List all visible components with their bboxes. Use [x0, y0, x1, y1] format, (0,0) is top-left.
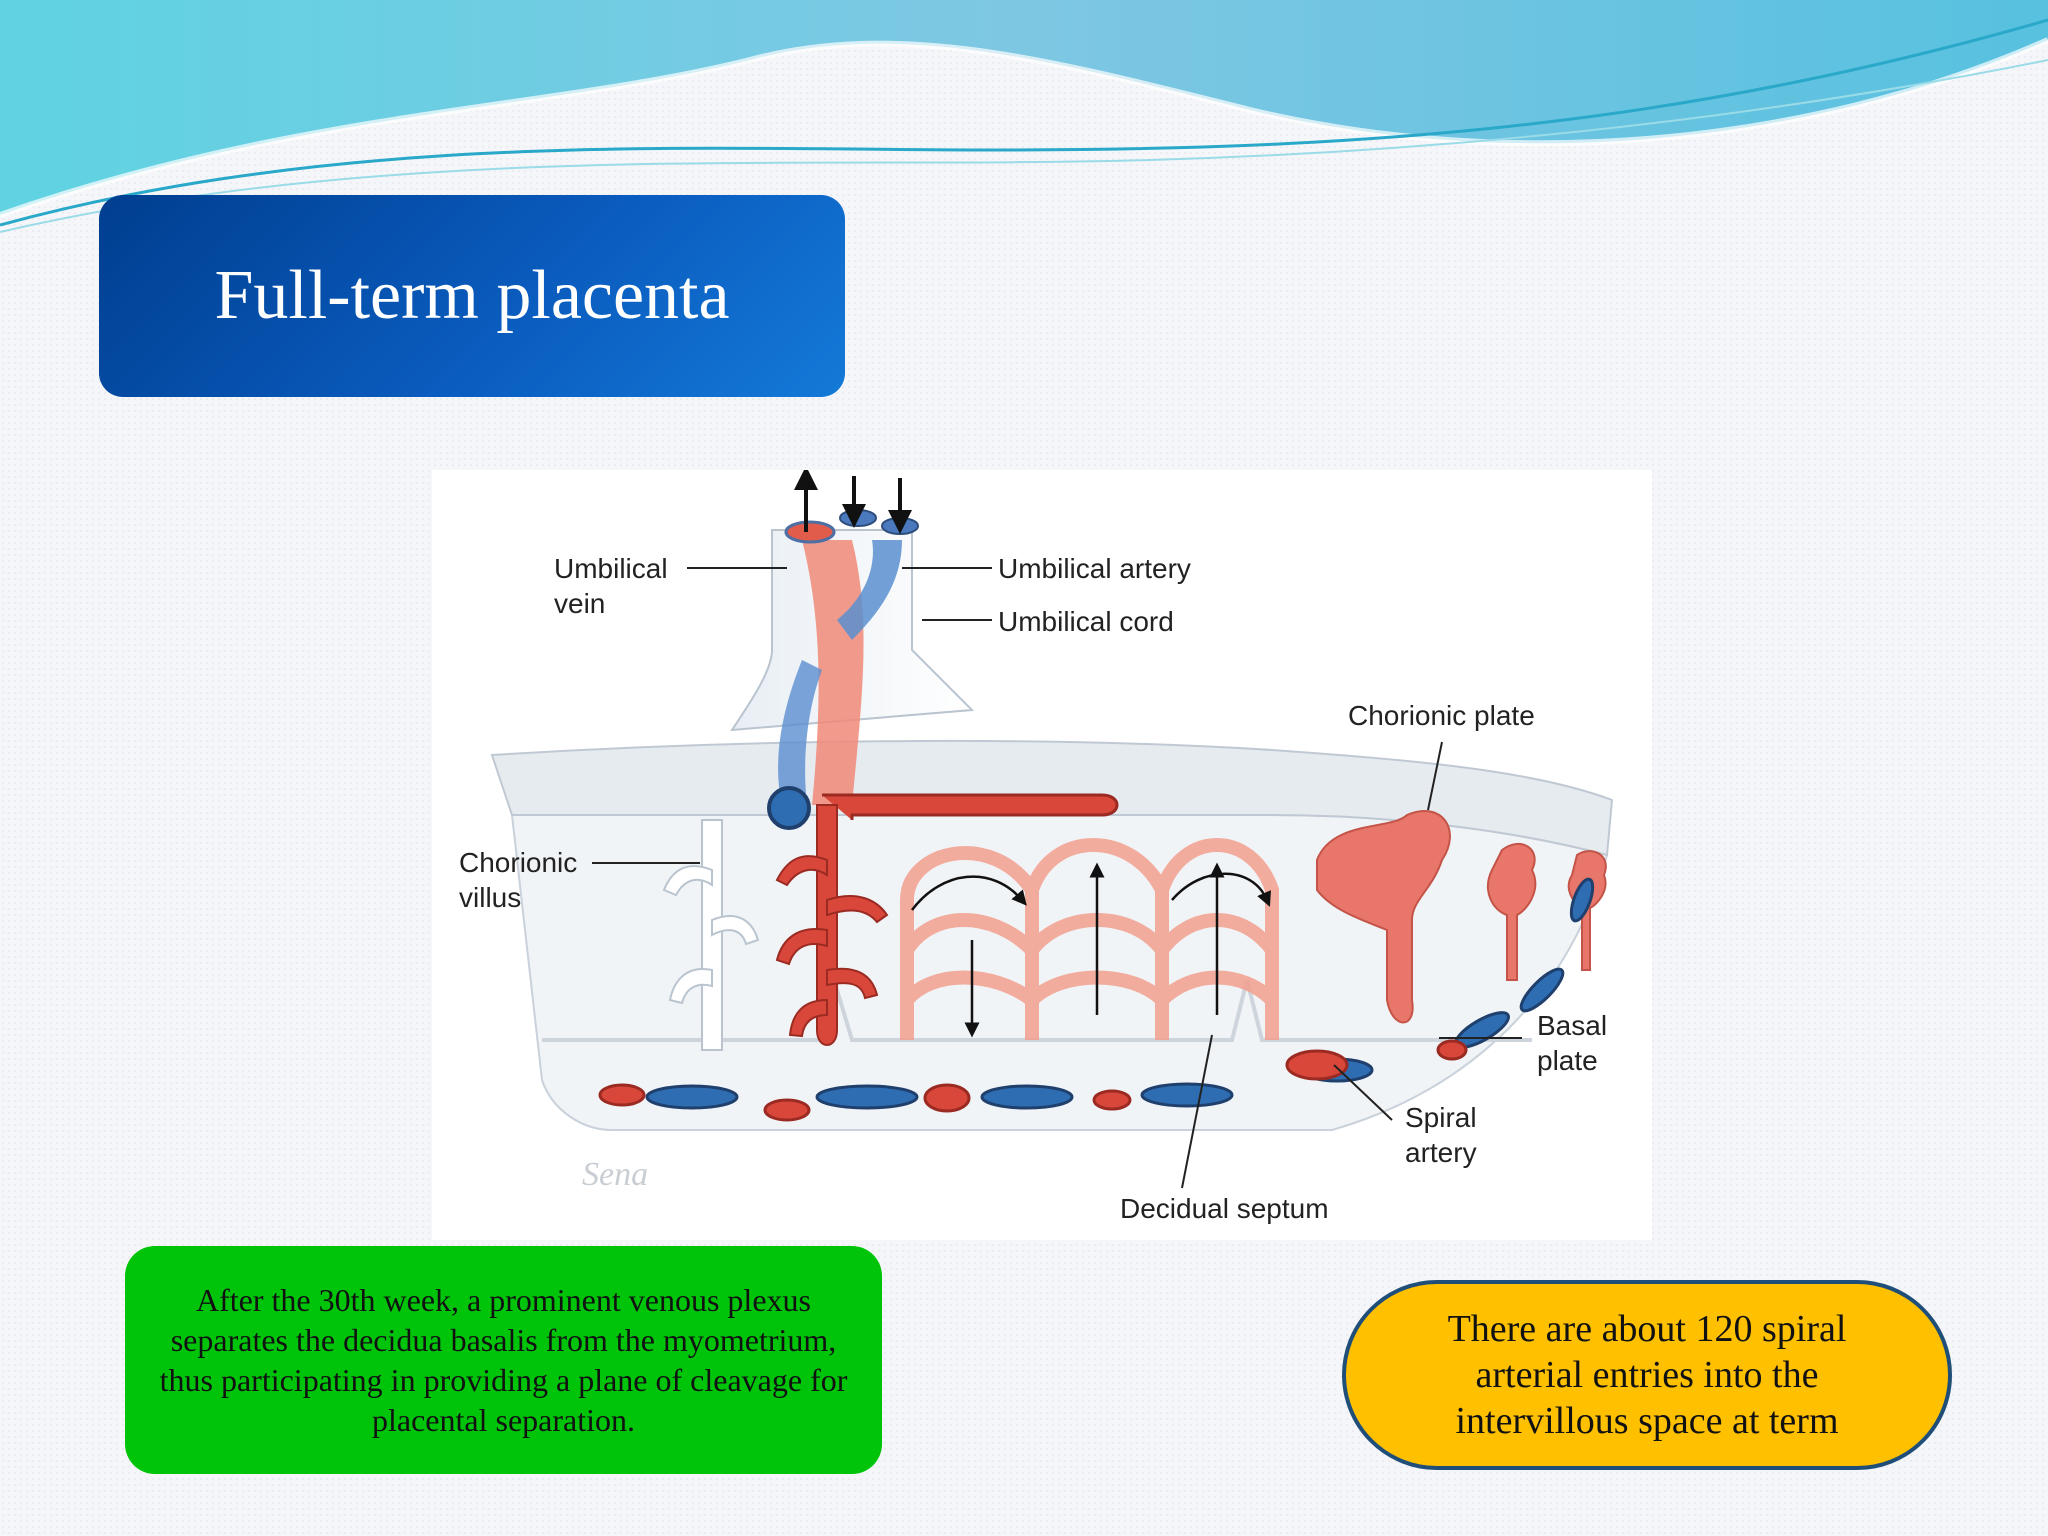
umbilical-vein-shape: [802, 540, 864, 805]
chorionic-villus-tree-right: [1316, 810, 1607, 1024]
title-box: Full-term placenta: [99, 195, 845, 397]
label-spiral-artery: Spiral: [1405, 1102, 1477, 1133]
chorionic-villus-tree-white: [662, 819, 760, 1051]
label-decidual-septum: Decidual septum: [1120, 1193, 1329, 1224]
umbilical-artery-shape: [837, 540, 902, 640]
label-basal-plate: plate: [1537, 1045, 1598, 1076]
label-umbilical-vein: vein: [554, 588, 605, 619]
illustrator-signature: Sena: [582, 1156, 648, 1193]
label-umbilical-artery: Umbilical artery: [998, 553, 1191, 584]
chorionic-villus-tree-red: [775, 804, 889, 1046]
chorionic-vessel-cross-section: [767, 786, 811, 830]
label-leader-lines: [592, 567, 1522, 1189]
vessel-opening-red: [784, 520, 836, 544]
spiral-entries-text: There are about 120 spiral arterial entr…: [1447, 1308, 1847, 1442]
label-umbilical-cord: Umbilical cord: [998, 606, 1174, 637]
spiral-entries-note: There are about 120 spiral arterial entr…: [1342, 1280, 1952, 1470]
label-chorionic-villus: villus: [459, 882, 521, 913]
label-chorionic-villus: Chorionic: [459, 847, 577, 878]
vessel-opening-blue: [839, 509, 877, 527]
maternal-flow-arrows: [911, 862, 1271, 1038]
label-umbilical-vein: Umbilical: [554, 553, 668, 584]
header-wave-decoration: [0, 0, 2048, 233]
slide-title: Full-term placenta: [214, 257, 730, 334]
umbilical-artery-shape: [778, 660, 822, 805]
placenta-diagram: Umbilical vein Umbilical artery Umbilica…: [432, 470, 1652, 1240]
chorionic-artery-branch: [822, 793, 1119, 820]
venous-plexus-text: After the 30th week, a prominent venous …: [159, 1282, 848, 1438]
label-basal-plate: Basal: [1537, 1010, 1607, 1041]
label-chorionic-plate: Chorionic plate: [1348, 700, 1535, 731]
label-spiral-artery: artery: [1405, 1137, 1477, 1168]
venous-plexus-note: After the 30th week, a prominent venous …: [125, 1246, 882, 1474]
